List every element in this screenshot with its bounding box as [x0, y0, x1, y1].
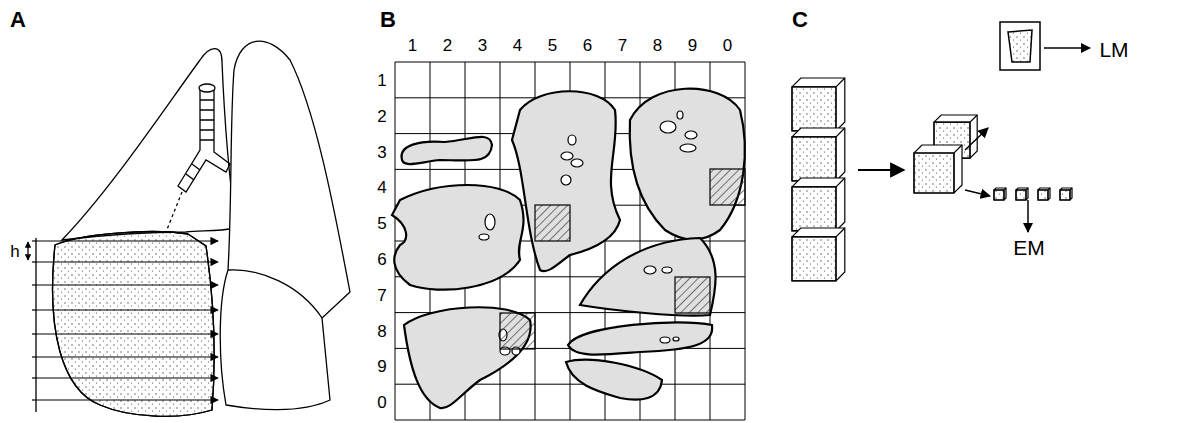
- row-number: 4: [377, 179, 386, 196]
- column-number: 4: [513, 37, 522, 54]
- block: [792, 78, 845, 131]
- tick: [32, 356, 36, 357]
- row-number: 8: [377, 322, 386, 339]
- tick: [32, 309, 36, 310]
- tick: [32, 333, 36, 334]
- slice-line: [36, 333, 218, 334]
- row-number: 3: [377, 143, 386, 160]
- slice-line: [36, 356, 218, 357]
- grid-line: [745, 62, 746, 420]
- block: [792, 178, 845, 231]
- block-face: [1060, 190, 1070, 200]
- block-edge: [792, 128, 845, 181]
- panel-letter: C: [792, 9, 808, 31]
- panel-letter: A: [10, 9, 26, 31]
- column-number: 6: [583, 37, 592, 54]
- column-number: 7: [618, 37, 627, 54]
- block-edge: [914, 145, 962, 193]
- row-number: 1: [377, 72, 386, 89]
- column-number: 1: [408, 37, 417, 54]
- block-edge: [1060, 188, 1072, 200]
- row-number: 6: [377, 251, 386, 268]
- column-number: 2: [443, 37, 452, 54]
- slice-line: [36, 399, 218, 400]
- block-face: [994, 190, 1004, 200]
- block-face: [792, 237, 836, 281]
- flow-arrows: [858, 22, 1090, 232]
- slice-line: [36, 261, 218, 262]
- dimension-label: h: [10, 243, 19, 260]
- block-edge: [1016, 188, 1028, 200]
- block: [994, 188, 1006, 200]
- slice-line: [36, 284, 218, 285]
- sampled-cells: [500, 169, 745, 349]
- slice-line: [36, 377, 218, 378]
- row-number: 5: [377, 215, 386, 232]
- block-face: [1038, 190, 1048, 200]
- block: [1016, 188, 1028, 200]
- column-number: 5: [548, 37, 557, 54]
- panel-letter: B: [380, 9, 396, 31]
- block: [792, 128, 845, 181]
- airway-holes: [479, 111, 697, 355]
- tissue-sections: [392, 89, 745, 409]
- method-label: LM: [1099, 39, 1128, 60]
- block-edge: [1038, 188, 1050, 200]
- column-number: 9: [688, 37, 697, 54]
- tick: [32, 261, 36, 262]
- block: [792, 228, 845, 281]
- block-face: [792, 87, 836, 131]
- column-number: 8: [653, 37, 662, 54]
- block-face: [792, 187, 836, 231]
- column-number: 0: [723, 37, 732, 54]
- lung-drawing: [28, 41, 350, 416]
- tick: [32, 284, 36, 285]
- block-edge: [994, 188, 1006, 200]
- row-number: 7: [377, 286, 386, 303]
- block-face: [914, 153, 954, 193]
- block-edge: [792, 178, 845, 231]
- grid-line: [395, 420, 745, 421]
- column-number: 3: [478, 37, 487, 54]
- block-face: [1016, 190, 1026, 200]
- block: [1060, 188, 1072, 200]
- row-number: 2: [377, 107, 386, 124]
- row-number: 9: [377, 358, 386, 375]
- block: [1038, 188, 1050, 200]
- row-number: 0: [377, 394, 386, 411]
- slice-lines: [32, 241, 218, 400]
- block-edge: [792, 228, 845, 281]
- slice-line: [36, 309, 218, 310]
- tick: [32, 377, 36, 378]
- block-face: [792, 137, 836, 181]
- tissue-blocks: [792, 78, 1072, 281]
- block-edge: [792, 78, 845, 131]
- method-label: EM: [1013, 237, 1045, 258]
- block: [914, 145, 962, 193]
- slice-line: [36, 240, 218, 241]
- tick: [32, 399, 36, 400]
- tick: [32, 240, 36, 241]
